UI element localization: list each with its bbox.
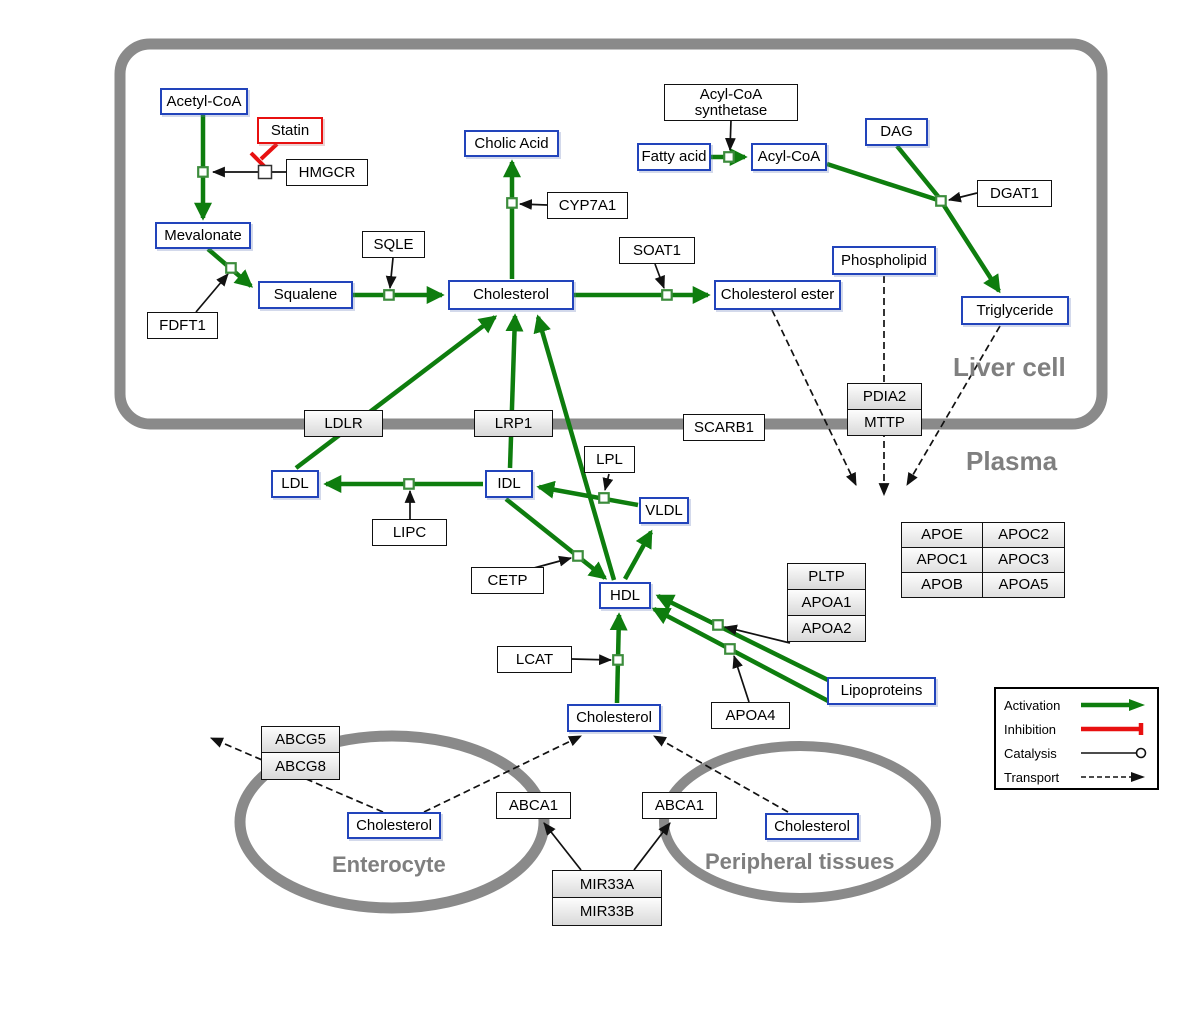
node-apob[interactable]: APOB: [900, 571, 984, 598]
legend-activation-label: Activation: [1004, 697, 1061, 713]
node-scarb1[interactable]: SCARB1: [683, 414, 765, 441]
node-fdft1[interactable]: FDFT1: [147, 312, 218, 339]
node-abcg5[interactable]: ABCG5: [261, 726, 340, 754]
node-lrp1[interactable]: LRP1: [474, 410, 553, 437]
node-squalene[interactable]: Squalene: [258, 281, 353, 309]
node-apoa4[interactable]: APOA4: [711, 702, 790, 729]
node-lipc[interactable]: LIPC: [372, 519, 447, 546]
node-dgat1[interactable]: DGAT1: [977, 180, 1052, 207]
catalysis-glyph: [257, 164, 273, 180]
node-lipoproteins[interactable]: Lipoproteins: [827, 677, 936, 705]
node-phospholipid[interactable]: Phospholipid: [832, 246, 936, 275]
node-cyp7a1[interactable]: CYP7A1: [547, 192, 628, 219]
transport-symbol-icon: [1081, 772, 1145, 782]
node-idl[interactable]: IDL: [485, 470, 533, 498]
node-fatty-acid[interactable]: Fatty acid: [637, 143, 711, 171]
membranes: [114, 38, 1108, 914]
node-mir33a[interactable]: MIR33A: [552, 870, 662, 899]
catalysis-edges: [195, 119, 978, 703]
activation-symbol-icon: [1081, 699, 1145, 711]
node-lpl[interactable]: LPL: [584, 446, 635, 473]
node-mevalonate[interactable]: Mevalonate: [155, 222, 251, 249]
node-soat1[interactable]: SOAT1: [619, 237, 695, 264]
legend-row-inhibition: Inhibition: [996, 717, 1157, 741]
legend: Activation Inhibition Catalysis Transpor…: [994, 687, 1159, 790]
acyl-coa-synthetase-line2: synthetase: [694, 101, 768, 119]
legend-row-activation: Activation: [996, 693, 1157, 717]
activation-edges: [194, 115, 1001, 705]
node-pltp[interactable]: PLTP: [787, 563, 866, 591]
stack-abcg: ABCG5 ABCG8: [261, 726, 340, 780]
node-cholesterol-ester[interactable]: Cholesterol ester: [714, 280, 841, 310]
node-apoc3[interactable]: APOC3: [982, 546, 1065, 573]
node-ldl[interactable]: LDL: [271, 470, 319, 498]
node-hmgcr[interactable]: HMGCR: [286, 159, 368, 186]
node-triglyceride[interactable]: Triglyceride: [961, 296, 1069, 325]
node-cholesterol-liver[interactable]: Cholesterol: [448, 280, 574, 310]
node-mttp[interactable]: MTTP: [847, 408, 922, 436]
node-statin[interactable]: Statin: [257, 117, 323, 144]
inhibition-symbol-icon: [1081, 723, 1144, 735]
node-apoe[interactable]: APOE: [900, 521, 984, 548]
liver-cell-membrane: [114, 38, 1108, 430]
node-cholesterol-enterocyte[interactable]: Cholesterol: [347, 812, 441, 839]
node-abcg8[interactable]: ABCG8: [261, 752, 340, 780]
node-apoa5[interactable]: APOA5: [982, 571, 1065, 598]
legend-inhibition-label: Inhibition: [1004, 721, 1057, 737]
peripheral-tissues-membrane: [659, 741, 941, 903]
stack-pdia2-mttp: PDIA2 MTTP: [847, 383, 922, 436]
node-apoa2[interactable]: APOA2: [787, 614, 866, 642]
mirna-edges: [543, 822, 671, 871]
process-nodes: [197, 151, 947, 666]
node-apoc2[interactable]: APOC2: [982, 521, 1065, 548]
node-pdia2[interactable]: PDIA2: [847, 383, 922, 411]
stack-pltp-apoa: PLTP APOA1 APOA2: [787, 563, 866, 642]
legend-row-transport: Transport: [996, 765, 1157, 789]
node-acyl-coa[interactable]: Acyl-CoA: [751, 143, 827, 171]
node-acyl-coa-synthetase[interactable]: Acyl-CoA synthetase: [664, 84, 798, 121]
node-cholic-acid[interactable]: Cholic Acid: [464, 130, 559, 157]
legend-row-catalysis: Catalysis: [996, 741, 1157, 765]
node-apoa1[interactable]: APOA1: [787, 588, 866, 617]
node-apoc1[interactable]: APOC1: [900, 546, 984, 573]
node-sqle[interactable]: SQLE: [362, 231, 425, 258]
legend-transport-label: Transport: [1004, 769, 1060, 785]
node-abca1-enterocyte[interactable]: ABCA1: [496, 792, 571, 819]
node-cetp[interactable]: CETP: [471, 567, 544, 594]
node-lcat[interactable]: LCAT: [497, 646, 572, 673]
liver-cell-label: Liver cell: [953, 352, 1066, 382]
node-hdl[interactable]: HDL: [599, 582, 651, 609]
enterocyte-label: Enterocyte: [332, 852, 446, 877]
node-cholesterol-peripheral[interactable]: Cholesterol: [765, 813, 859, 840]
node-dag[interactable]: DAG: [865, 118, 928, 146]
peripheral-tissues-label: Peripheral tissues: [705, 849, 895, 874]
node-mir33b[interactable]: MIR33B: [552, 897, 662, 926]
stack-mir33: MIR33A MIR33B: [552, 870, 662, 926]
apo-table: APOE APOC2 APOC1 APOC3 APOB APOA5: [900, 521, 1065, 598]
acyl-coa-synthetase-line1: Acyl-CoA: [699, 85, 763, 103]
legend-catalysis-label: Catalysis: [1004, 745, 1057, 761]
node-vldl[interactable]: VLDL: [639, 497, 689, 524]
node-abca1-peripheral[interactable]: ABCA1: [642, 792, 717, 819]
enterocyte-membrane: [234, 730, 550, 914]
plasma-label: Plasma: [966, 446, 1058, 476]
node-cholesterol-plasma[interactable]: Cholesterol: [567, 704, 661, 732]
node-ldlr[interactable]: LDLR: [304, 410, 383, 437]
catalysis-symbol-icon: [1081, 747, 1147, 759]
node-acetyl-coa[interactable]: Acetyl-CoA: [160, 88, 248, 115]
